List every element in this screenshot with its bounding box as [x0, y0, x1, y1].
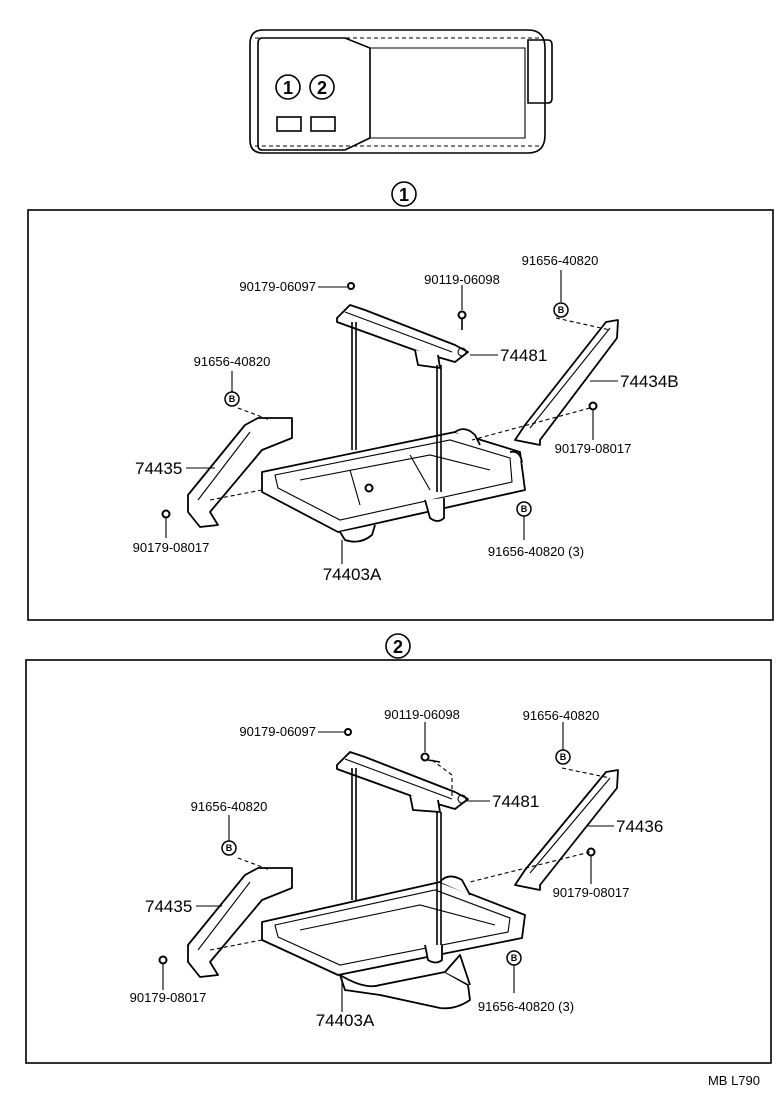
battery-tray-74403a: [261, 428, 526, 543]
nut-on-tray: [364, 483, 374, 493]
battery-tray-74403a-deep: [261, 875, 526, 1010]
label-90179-08017-right: 90179-08017: [555, 441, 632, 456]
nut-91656-40820-bottom: B: [516, 501, 532, 517]
section-2: 2: [25, 633, 772, 1064]
label-91656-40820-top: 91656-40820: [523, 708, 600, 723]
section-1-marker: 1: [399, 185, 409, 205]
label-74435: 74435: [135, 459, 182, 478]
label-74481: 74481: [492, 792, 539, 811]
nut-letter: B: [560, 752, 567, 762]
label-90179-08017-left: 90179-08017: [130, 990, 207, 1005]
label-74481: 74481: [500, 346, 547, 365]
label-91656-40820-bottom: 91656-40820 (3): [478, 999, 574, 1014]
clamp-74481: [336, 304, 469, 369]
nut-letter: B: [226, 843, 233, 853]
label-74403a: 74403A: [323, 565, 382, 584]
label-74403a: 74403A: [316, 1011, 375, 1030]
label-91656-40820-top: 91656-40820: [522, 253, 599, 268]
nut-90179-08017-left: [161, 509, 171, 519]
brace-74436: [514, 769, 619, 891]
key-marker-2: 2: [309, 74, 336, 132]
section-2-marker-circle: [385, 633, 411, 659]
section-2-frame: [25, 659, 772, 1064]
nut-91656-40820-left: B: [221, 840, 237, 856]
section-1-marker-circle: [391, 181, 417, 207]
nut-letter: B: [511, 953, 518, 963]
nut-90179-08017-right: [588, 401, 598, 411]
section-2-marker: 2: [393, 637, 403, 657]
nut-91656-40820-bottom: B: [506, 950, 522, 966]
label-91656-40820-bottom: 91656-40820 (3): [488, 544, 584, 559]
label-91656-40820-left: 91656-40820: [191, 799, 268, 814]
section-1-frame: [27, 209, 774, 621]
label-74434b: 74434B: [620, 372, 679, 391]
nut-letter: B: [229, 394, 236, 404]
brace-74434b: [514, 319, 619, 446]
nut-91656-40820-top: B: [555, 749, 571, 765]
label-90179-08017-right: 90179-08017: [553, 885, 630, 900]
section-1: 1: [27, 181, 774, 621]
label-91656-40820-left: 91656-40820: [194, 354, 271, 369]
clamp-74481: [336, 751, 469, 813]
label-74436: 74436: [616, 817, 663, 836]
label-90179-08017-left: 90179-08017: [133, 540, 210, 555]
nut-90179-08017-right: [586, 847, 596, 857]
bolt-90119-06098: [457, 310, 467, 330]
key-marker-1: 1: [275, 74, 302, 132]
label-90119-06098: 90119-06098: [424, 272, 500, 287]
nut-91656-40820-top: B: [553, 302, 569, 318]
label-90119-06098: 90119-06098: [384, 707, 460, 722]
nut-90179-08017-left: [158, 955, 168, 965]
footer-code: MB L790: [708, 1073, 760, 1088]
nut-90179-06097: [344, 728, 352, 736]
key-marker-1-text: 1: [283, 78, 293, 98]
label-74435: 74435: [145, 897, 192, 916]
nut-91656-40820-left: B: [224, 391, 240, 407]
vehicle-key-view: 1 2: [249, 29, 553, 154]
nut-letter: B: [521, 504, 528, 514]
nut-90179-06097: [347, 282, 355, 290]
label-90179-06097: 90179-06097: [239, 279, 316, 294]
nut-letter: B: [558, 305, 565, 315]
key-marker-2-text: 2: [317, 78, 327, 98]
label-90179-06097: 90179-06097: [239, 724, 316, 739]
bolt-90119-06098: [420, 752, 441, 763]
